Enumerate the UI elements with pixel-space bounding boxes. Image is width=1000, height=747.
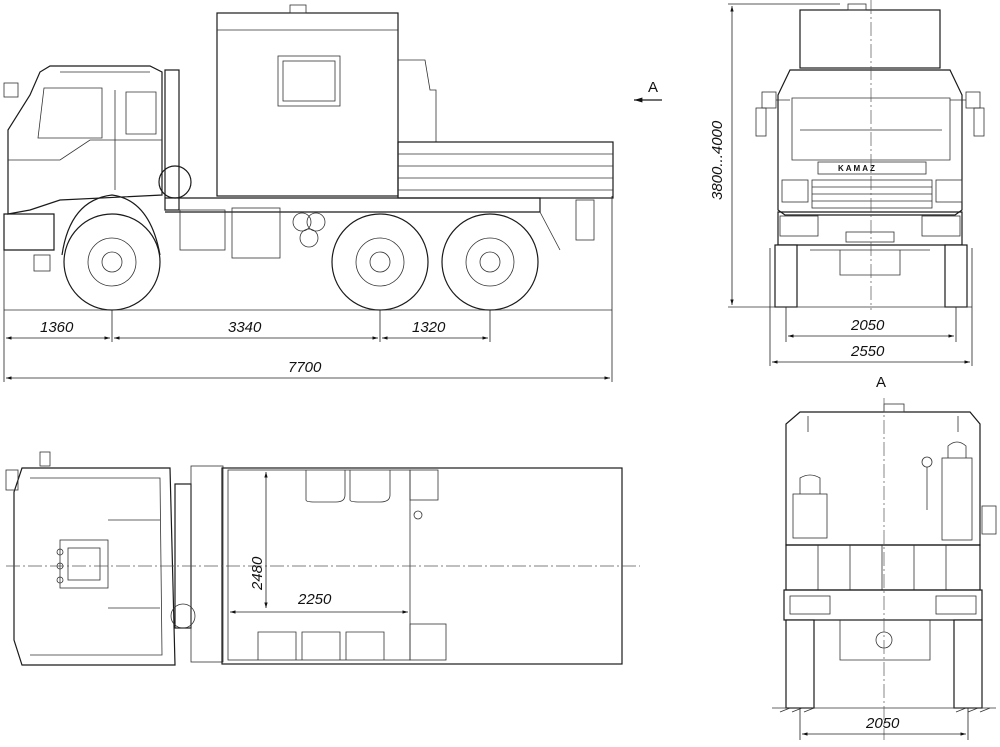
dim-body-length: 2250: [297, 591, 332, 608]
dim-overall-width: 2550: [850, 343, 885, 360]
dim-height: 3800...4000: [709, 120, 726, 200]
section-arrow-label: A: [648, 79, 658, 96]
top-view: 2480 2250: [5, 451, 640, 666]
dim-rear-track: 2050: [865, 715, 900, 732]
rear-view-label: A: [876, 374, 886, 391]
rear-view: A 2050: [772, 374, 997, 740]
dim-overall-length: 7700: [288, 359, 322, 376]
grille-logo: KAMAZ: [838, 164, 877, 173]
dim-body-width: 2480: [249, 556, 266, 591]
side-view: A 1360 3340 1320 7700: [3, 4, 662, 382]
dim-front-overhang: 1360: [40, 319, 74, 336]
front-view: KAMAZ 3800...4000 2050 2550: [709, 0, 985, 366]
dim-rear-bogie: 1320: [412, 319, 446, 336]
dim-wheelbase: 3340: [228, 319, 262, 336]
dim-front-track: 2050: [850, 317, 885, 334]
